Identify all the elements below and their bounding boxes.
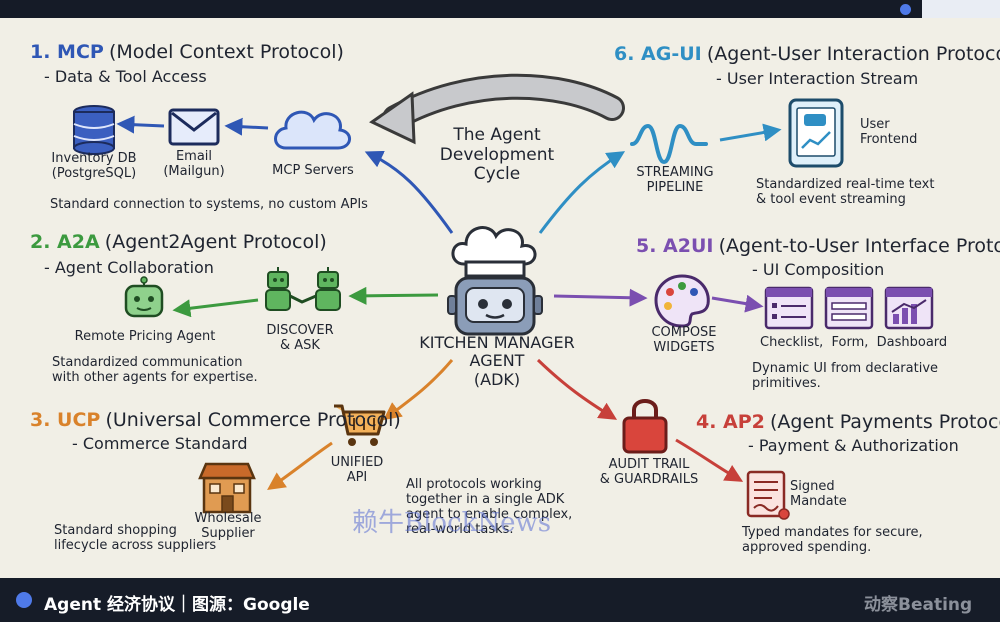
inventory-db-label: Inventory DB (PostgreSQL) xyxy=(51,151,137,181)
palette-icon xyxy=(654,274,710,328)
cloud-icon xyxy=(274,110,351,150)
arrow-agent-to-ucp xyxy=(383,359,454,421)
ucp-description: Standard shopping lifecycle across suppl… xyxy=(54,523,217,553)
footer-brand: 动察Beating xyxy=(864,595,973,615)
agui-name: (Agent-User Interaction Protocol) xyxy=(706,43,1000,65)
a2ui-subtitle: - UI Composition xyxy=(752,260,885,279)
ucp-name: (Universal Commerce Protocol) xyxy=(105,409,401,431)
arrow-cloud-to-email xyxy=(224,117,269,136)
email-label: Email (Mailgun) xyxy=(163,149,225,179)
remote-pricing-agent-label: Remote Pricing Agent xyxy=(74,329,216,344)
arrow-palette-to-widgets xyxy=(711,294,764,313)
window-dot-icon xyxy=(900,4,911,15)
waveform-icon xyxy=(630,123,708,165)
kitchen-manager-agent-label: KITCHEN MANAGER AGENT (ADK) xyxy=(419,333,575,389)
ucp-heading: 3. UCP (Universal Commerce Protocol) xyxy=(30,409,401,432)
signed-mandate-label: Signed Mandate xyxy=(790,479,847,509)
ucp-number: 3. UCP xyxy=(30,409,101,431)
user-frontend-label: User Frontend xyxy=(860,117,918,147)
mcp-name: (Model Context Protocol) xyxy=(108,41,344,63)
arrow-lock-to-scroll xyxy=(675,438,744,482)
scroll-icon xyxy=(746,470,790,520)
footer-bar: Agent 经济协议｜图源：Google 动察Beating xyxy=(0,578,1000,622)
arrow-agent-to-agui xyxy=(538,151,626,234)
agui-heading: 6. AG-UI (Agent-User Interaction Protoco… xyxy=(614,43,1000,66)
mcp-servers-label: MCP Servers xyxy=(272,163,354,178)
agui-description: Standardized real-time text & tool event… xyxy=(756,177,935,207)
arrow-email-to-db xyxy=(116,115,165,134)
unified-api-label: UNIFIED API xyxy=(330,455,384,485)
arrow-wave-to-tablet xyxy=(719,123,782,142)
store-icon xyxy=(198,462,256,514)
ap2-name: (Agent Payments Protocol) xyxy=(770,411,1000,433)
a2a-heading: 2. A2A (Agent2Agent Protocol) xyxy=(30,231,327,254)
mcp-number: 1. MCP xyxy=(30,41,104,63)
database-icon xyxy=(73,105,115,155)
widgets-label: Checklist, Form, Dashboard xyxy=(760,335,948,350)
streaming-pipeline-label: STREAMING PIPELINE xyxy=(636,165,714,195)
arrow-handshake-to-remote xyxy=(172,298,259,318)
mcp-heading: 1. MCP (Model Context Protocol) xyxy=(30,41,344,64)
watermark: 赖牛BlockNews xyxy=(352,508,552,538)
a2a-name: (Agent2Agent Protocol) xyxy=(104,231,327,253)
ap2-subtitle: - Payment & Authorization xyxy=(748,436,959,455)
infographic-canvas: The Agent Development Cycle 1. MCP (Mode… xyxy=(0,18,1000,578)
a2ui-description: Dynamic UI from declarative primitives. xyxy=(752,361,939,391)
top-corner-block xyxy=(922,0,1000,18)
all-protocols-text: All protocols working together in a sing… xyxy=(406,477,573,537)
agui-number: 6. AG-UI xyxy=(614,43,702,65)
wholesale-supplier-label: Wholesale Supplier xyxy=(194,511,262,541)
arrow-agent-to-ap2 xyxy=(536,358,618,420)
mcp-subtitle: - Data & Tool Access xyxy=(44,67,207,86)
a2ui-heading: 5. A2UI (Agent-to-User Interface Protoco… xyxy=(636,235,1000,258)
tablet-icon xyxy=(788,98,844,168)
diagram-art xyxy=(73,73,934,520)
arrow-cart-to-store xyxy=(267,441,333,491)
ap2-number: 4. AP2 xyxy=(696,411,765,433)
compose-widgets-label: COMPOSE WIDGETS xyxy=(651,325,717,355)
audit-trail-label: AUDIT TRAIL & GUARDRAILS xyxy=(599,457,699,487)
arrow-agent-to-a2a xyxy=(348,286,439,305)
ucp-subtitle: - Commerce Standard xyxy=(72,434,248,453)
widget-cards-icon xyxy=(764,286,934,330)
a2a-description: Standardized communication with other ag… xyxy=(52,355,258,385)
a2a-subtitle: - Agent Collaboration xyxy=(44,258,214,277)
mcp-description: Standard connection to systems, no custo… xyxy=(50,197,368,212)
top-bar xyxy=(0,0,1000,18)
ap2-heading: 4. AP2 (Agent Payments Protocol) xyxy=(696,411,1000,434)
cycle-label: The Agent Development Cycle xyxy=(439,125,555,185)
handshake-robots-icon xyxy=(265,267,341,311)
envelope-icon xyxy=(168,108,220,146)
padlock-icon xyxy=(622,399,668,454)
agui-subtitle: - User Interaction Stream xyxy=(716,69,919,88)
a2ui-number: 5. A2UI xyxy=(636,235,714,257)
footer-caption: Agent 经济协议｜图源：Google xyxy=(44,595,310,615)
cycle-arrow xyxy=(369,73,625,145)
cart-icon xyxy=(334,404,386,446)
remote-robot-icon xyxy=(124,276,164,318)
discover-ask-label: DISCOVER & ASK xyxy=(266,323,334,353)
footer-dot-icon xyxy=(16,592,32,608)
a2a-number: 2. A2A xyxy=(30,231,100,253)
ap2-description: Typed mandates for secure, approved spen… xyxy=(742,525,923,555)
arrow-agent-to-mcp xyxy=(364,150,454,234)
arrow-agent-to-a2ui xyxy=(553,288,648,307)
chef-robot-icon xyxy=(447,226,543,336)
a2ui-name: (Agent-to-User Interface Protocol) xyxy=(718,235,1000,257)
